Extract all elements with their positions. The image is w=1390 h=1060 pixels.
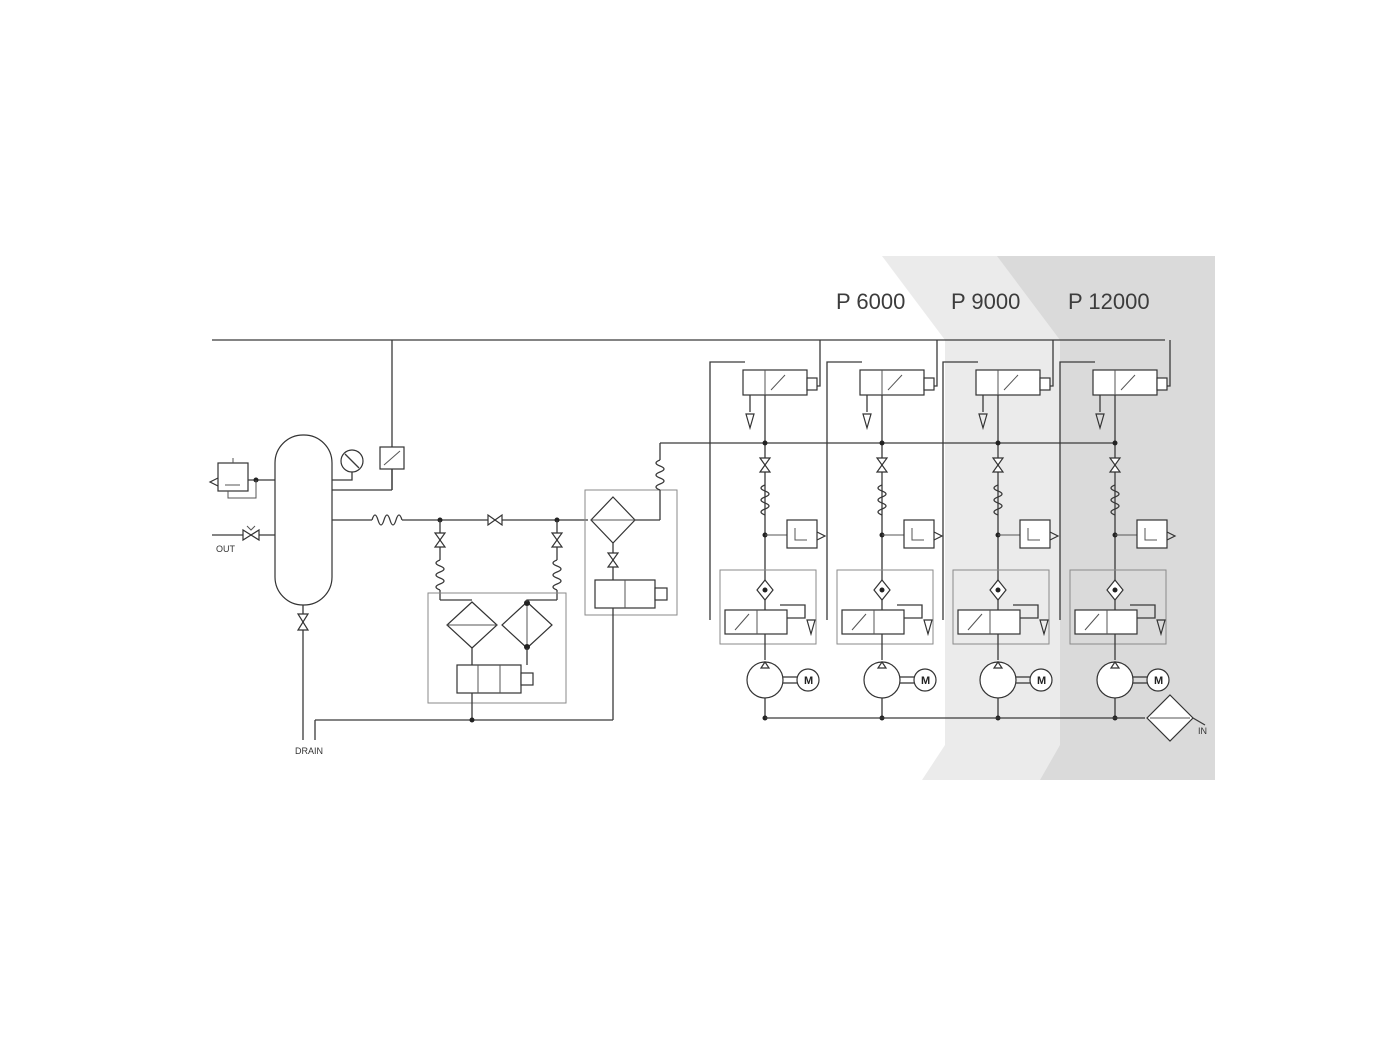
tier-label-p12000: P 12000 <box>1068 289 1150 314</box>
receiver-tank <box>274 434 333 606</box>
motor-label: M <box>921 675 930 687</box>
unit-4: M <box>1059 340 1177 721</box>
motor-label: M <box>804 675 813 687</box>
tank-outlet-line <box>332 513 588 527</box>
out-line <box>212 525 275 542</box>
unit-3: M <box>942 340 1060 721</box>
pressure-transducer-icon <box>379 446 405 490</box>
out-label: OUT <box>216 544 236 554</box>
motor-label: M <box>1037 675 1046 687</box>
unit-1: M <box>709 340 827 721</box>
tier-label-p6000: P 6000 <box>836 289 905 314</box>
drain-line <box>296 605 613 740</box>
tier-label-p9000: P 9000 <box>951 289 1020 314</box>
dual-filter-assembly <box>427 520 567 723</box>
coalescing-filter-assembly <box>584 442 1115 720</box>
motor-label: M <box>1154 675 1163 687</box>
pressure-switch-icon <box>208 458 275 499</box>
pressure-gauge-icon <box>332 449 364 481</box>
unit-2: M <box>826 340 944 721</box>
intake-filter-icon <box>765 694 1206 742</box>
in-label: IN <box>1198 726 1207 736</box>
drain-label: DRAIN <box>295 746 323 756</box>
